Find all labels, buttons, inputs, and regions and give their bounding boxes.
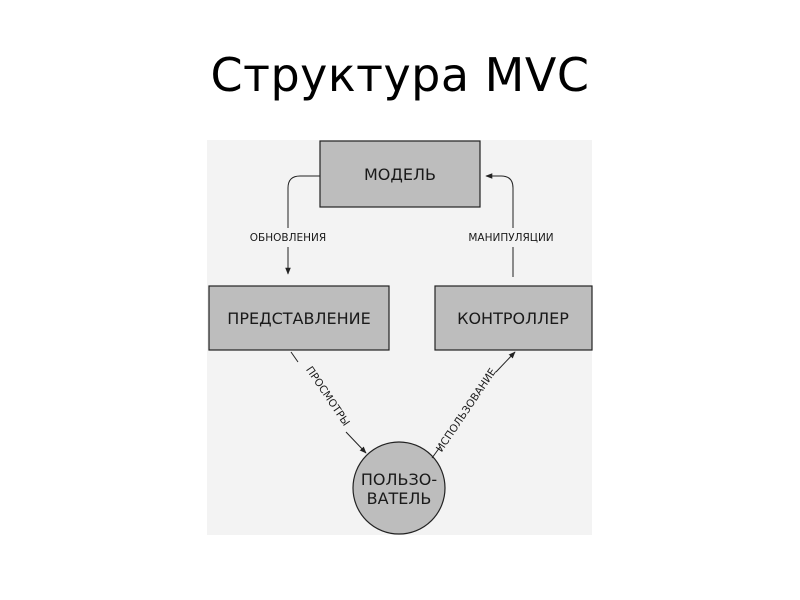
updates-edge: ОБНОВЛЕНИЯ [250,175,326,275]
usage-label: ИСПОЛЬЗОВАНИЕ [434,366,499,454]
controller-node: КОНТРОЛЛЕР [434,285,593,351]
model-label: МОДЕЛЬ [364,165,436,184]
manipulations-label: МАНИПУЛЯЦИИ [468,232,553,244]
user-label-line2: ВАТЕЛЬ [367,489,432,508]
updates-label: ОБНОВЛЕНИЯ [250,232,326,244]
views-label: ПРОСМОТРЫ [303,364,352,428]
user-node: ПОЛЬЗО- ВАТЕЛЬ [352,441,446,535]
views-edge: ПРОСМОТРЫ [290,351,367,454]
slide-title: Структура MVC [210,48,590,102]
controller-label: КОНТРОЛЛЕР [457,309,569,328]
manipulations-edge: МАНИПУЛЯЦИИ [468,173,554,277]
usage-edge: ИСПОЛЬЗОВАНИЕ [431,351,516,459]
view-label: ПРЕДСТАВЛЕНИЕ [227,309,370,328]
model-node: МОДЕЛЬ [319,140,481,208]
view-node: ПРЕДСТАВЛЕНИЕ [208,285,390,351]
user-label-line1: ПОЛЬЗО- [361,470,437,489]
